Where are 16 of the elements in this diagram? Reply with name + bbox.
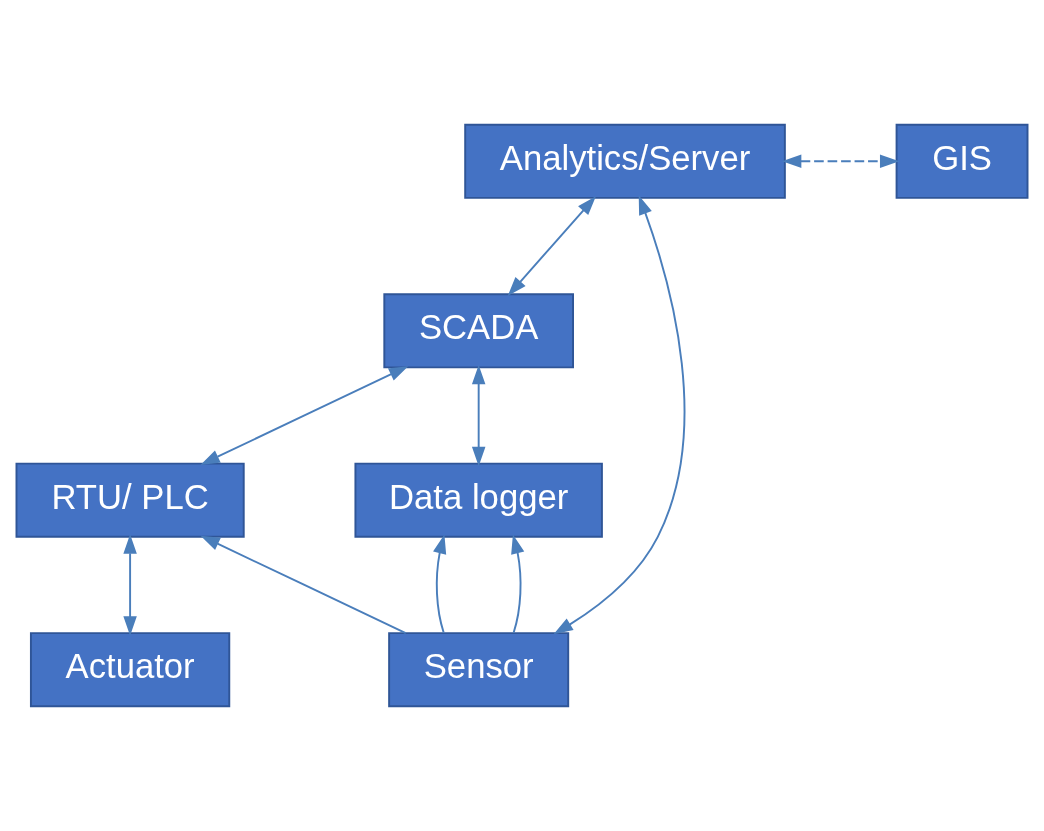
arrow xyxy=(123,534,137,636)
arrow xyxy=(511,534,525,634)
node-box: Data logger xyxy=(354,462,603,538)
node-box: RTU/ PLC xyxy=(15,462,245,538)
arrow xyxy=(782,154,900,169)
arrow xyxy=(553,195,686,635)
node-box: Actuator xyxy=(29,632,231,708)
arrow xyxy=(433,534,447,634)
node-box: SCADA xyxy=(383,293,574,369)
arrow xyxy=(507,196,596,296)
arrow xyxy=(200,366,409,465)
arrow xyxy=(200,535,407,635)
node-box: Sensor xyxy=(388,632,570,708)
node-box: GIS xyxy=(895,123,1029,199)
node-box: Analytics/Server xyxy=(464,123,786,199)
arrow xyxy=(471,364,486,467)
